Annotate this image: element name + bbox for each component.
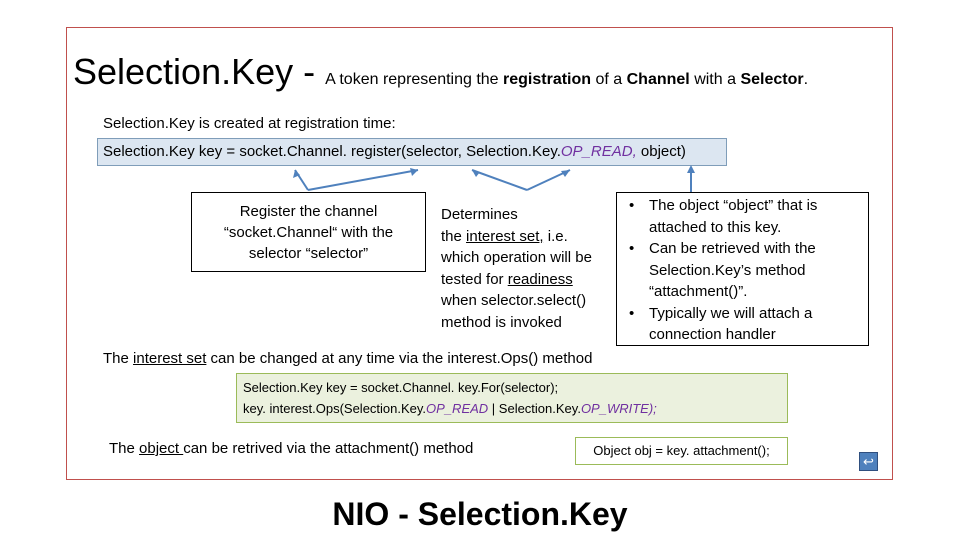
return-icon[interactable]: ↩ bbox=[859, 452, 878, 471]
attachment-callout-box: The object “object” that is attached to … bbox=[616, 192, 869, 346]
intro-text: Selection.Key is created at registration… bbox=[103, 115, 396, 132]
bullet-item: Can be retrieved with the Selection.Key’… bbox=[617, 238, 864, 303]
interest-change-text: The interest set can be changed at any t… bbox=[103, 350, 593, 367]
slide-title: Selection.Key - A token representing the… bbox=[73, 51, 809, 92]
footer-title: NIO - Selection.Key bbox=[332, 496, 628, 532]
slide-subtitle: A token representing the registration of… bbox=[325, 71, 809, 88]
arrow-ops-left bbox=[471, 169, 528, 191]
register-code-box: Selection.Key key = socket.Channel. regi… bbox=[97, 138, 727, 166]
interest-ops-code-box: Selection.Key key = socket.Channel. key.… bbox=[236, 373, 788, 423]
attachment-text: The object can be retrived via the attac… bbox=[109, 440, 474, 457]
arrow-register-right bbox=[307, 169, 419, 191]
register-callout-box: Register the channel “socket.Channel“ wi… bbox=[191, 192, 426, 272]
attachment-code-box: Object obj = key. attachment(); bbox=[575, 437, 788, 465]
bullet-item: Typically we will attach a connection ha… bbox=[617, 303, 864, 346]
slide-frame bbox=[66, 27, 893, 480]
bullet-item: The object “object” that is attached to … bbox=[617, 195, 864, 238]
interest-set-explanation: Determines the interest set, i.e. which … bbox=[441, 206, 592, 331]
